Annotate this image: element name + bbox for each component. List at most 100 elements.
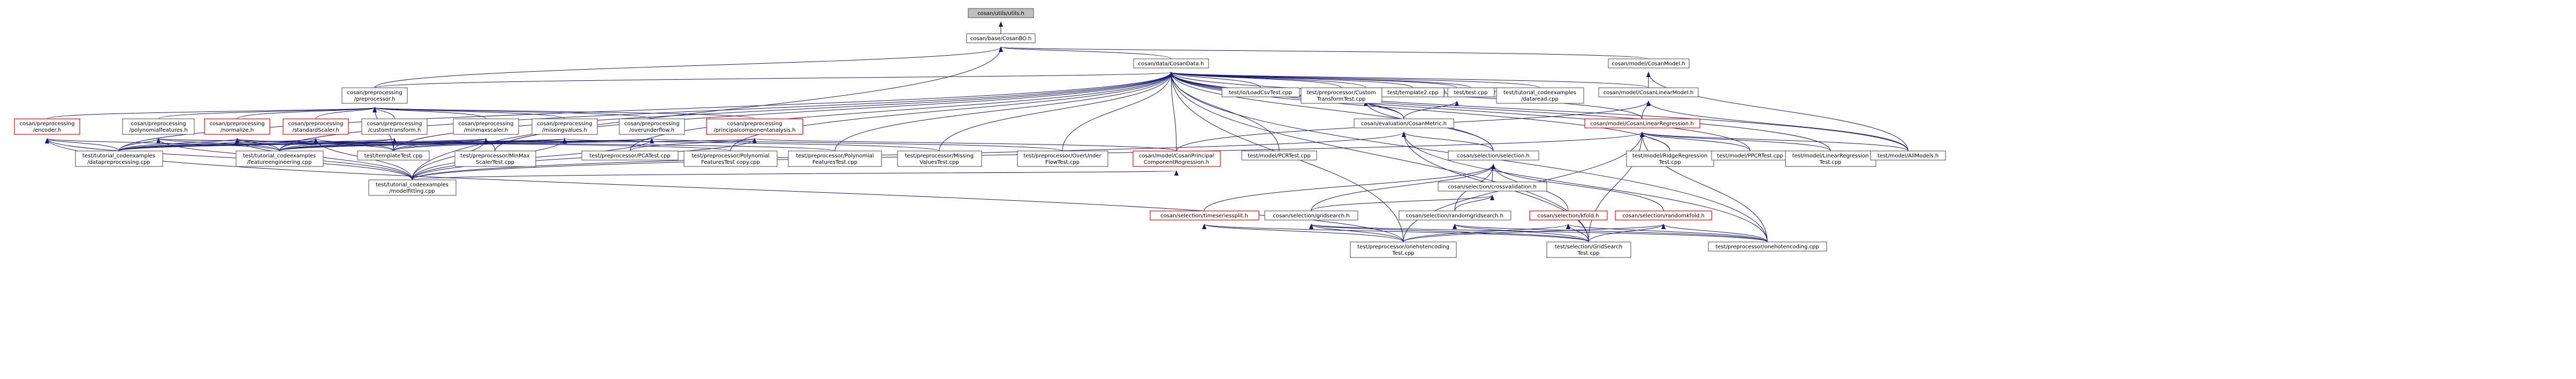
edge-data-templtest [393,72,1173,151]
node-label: cosan/preprocessing [347,90,402,96]
edge-pre-minmax [373,107,487,119]
node-label: ScalerTest.cpp [476,160,514,165]
edge-data-dataread [1169,72,1540,88]
node-label: cosan/model/CosanLinearModel.h [1604,90,1694,96]
node-label: cosan/preprocessing [131,121,186,127]
node-label: cosan/preprocessing [210,121,265,127]
node-allmodels[interactable]: test/model/AllModels.h [1870,150,1946,161]
edge-evalh-metric [1403,101,1459,119]
node-label: /overunderflow.h [629,127,674,133]
node-label: test/model/AllModels.h [1878,153,1939,159]
node-onehot2[interactable]: test/preprocessor/onehotencoding.cpp [1708,241,1827,252]
edge-pre-scaler [315,107,377,119]
node-label: cosan/preprocessing [459,121,514,127]
node-box [204,118,270,135]
edge-selection-rkfold [1491,164,1664,211]
node-label: cosan/preprocessing [367,121,422,127]
node-pre[interactable]: cosan/preprocessing/preprocessor.h [341,87,408,104]
node-cv[interactable]: cosan/selection/crossvalidation.h [1438,181,1547,192]
node-missing[interactable]: cosan/preprocessing/missingvalues.h [531,118,598,135]
node-pcatest[interactable]: test/preprocessor/PCATest.cpp [581,150,679,161]
node-customtest[interactable]: test/preprocessor/CustomTransformTest.cp… [1301,87,1382,104]
node-polycopy[interactable]: test/preprocessor/PolynomialFeaturesTest… [683,150,778,167]
node-linreg[interactable]: cosan/model/CosanLinearRegression.h [1584,118,1700,128]
edge-data-overtest [1062,72,1173,151]
node-testcpp[interactable]: test/test.cpp [1447,87,1495,97]
node-encoder[interactable]: cosan/preprocessing/encoder.h [14,118,80,135]
node-label: /minmaxscaler.h [464,127,508,133]
node-data[interactable]: cosan/data/CosanData.h [1133,58,1209,69]
edge-basebo-pre [374,47,1003,88]
node-label: test/selection/GridSearch [1555,244,1622,250]
node-label: /principalcomponentanalysis.h [713,127,795,133]
node-label: /modelfitting.cpp [389,188,435,194]
node-label: test/preprocessor/PCATest.cpp [589,153,670,159]
node-modelfit[interactable]: test/tutorial_codeexamples/modelfitting.… [368,179,457,196]
node-box [1529,210,1608,221]
node-templtest[interactable]: test/templateTest.cpp [357,150,430,161]
edge-basebo-data [999,47,1172,59]
edge-data-lrtest [1169,72,1831,151]
node-label: test/preprocessor/onehotencoding [1357,244,1449,250]
node-utils[interactable]: cosan/utils/utils.h [968,8,1034,18]
node-polytest[interactable]: test/preprocessor/PolynomialFeaturesTest… [788,150,882,167]
node-tss[interactable]: cosan/selection/timeseriessplit.h [1150,210,1259,221]
node-pca[interactable]: cosan/preprocessing/principalcomponentan… [706,118,803,135]
node-linmodel[interactable]: cosan/model/CosanLinearModel.h [1598,87,1699,97]
node-scaler[interactable]: cosan/preprocessing/standardScaler.h [283,118,349,135]
edge-minmax-modelfit [412,138,488,180]
node-basebo[interactable]: cosan/base/CosanBO.h [966,33,1036,43]
edge-missing-feateng [279,138,567,151]
node-dataprep[interactable]: test/tutorial_codeexamples/datapreproces… [75,150,163,167]
node-label: cosan/preprocessing [288,121,344,127]
edge-linreg-lrtest [1640,132,1831,151]
edge-rkfold-gridtest [1588,224,1666,242]
edge-data-pcrtest2 [1169,72,1751,151]
edge-overunder-overtest [650,138,1063,151]
edge-data-polycopy [730,72,1173,151]
edge-tss-onehot1 [1202,224,1404,242]
node-template2[interactable]: test/template2.cpp [1381,87,1445,97]
node-dataread[interactable]: test/tutorial_codeexamples/dataread.cpp [1496,87,1584,104]
node-selection[interactable]: cosan/selection/selection.h [1448,150,1539,161]
node-label: test/tutorial_codeexamples [243,153,316,159]
node-minmax[interactable]: cosan/preprocessing/minmaxscaler.h [453,118,519,135]
node-box [1870,150,1946,161]
node-box [357,150,430,161]
node-feateng[interactable]: test/tutorial_codeexamples/featureengine… [235,150,324,167]
node-label: /preprocessor.h [354,96,395,102]
node-model[interactable]: cosan/model/CosanModel.h [1608,58,1690,69]
node-label: cosan/base/CosanBO.h [970,36,1031,42]
node-pcr[interactable]: cosan/model/CosanPrincipalComponentRegre… [1133,150,1221,167]
node-pcrtest[interactable]: test/model/PCRTest.cpp [1241,150,1317,161]
edge-data-allmodels [1169,72,1909,151]
node-kfold[interactable]: cosan/selection/kfold.h [1529,210,1608,221]
node-pcrtest2[interactable]: test/model/PPCRTest.cpp [1711,150,1790,161]
node-poly[interactable]: cosan/preprocessing/polynomialfeatures.h [122,118,195,135]
node-normalize[interactable]: cosan/preprocessing/normalize.h [204,118,270,135]
node-grid[interactable]: cosan/selection/gridsearch.h [1264,210,1358,221]
edge-missing-dataprep [118,138,566,151]
node-rkfold[interactable]: cosan/selection/randomkfold.h [1615,210,1712,221]
node-box [1241,150,1317,161]
node-box [1264,210,1358,221]
node-rgrid[interactable]: cosan/selection/randomgridsearch.h [1399,210,1511,221]
edge-normalize-dataprep [118,138,239,151]
node-customtf[interactable]: cosan/preprocessing/customtransform.h [361,118,428,135]
node-metric[interactable]: cosan/evaluation/CosanMetric.h [1354,118,1454,128]
edge-minmax-minmaxtest [484,138,496,151]
node-box [531,118,598,135]
node-label: /datapreprocessing.cpp [87,160,150,165]
node-overunder[interactable]: cosan/preprocessing/overunderflow.h [619,118,685,135]
node-loadcsv[interactable]: test/io/LoadCsvTest.cpp [1221,87,1300,97]
edge-customtf-dataprep [118,138,397,151]
edge-scaler-dataprep [118,138,318,151]
